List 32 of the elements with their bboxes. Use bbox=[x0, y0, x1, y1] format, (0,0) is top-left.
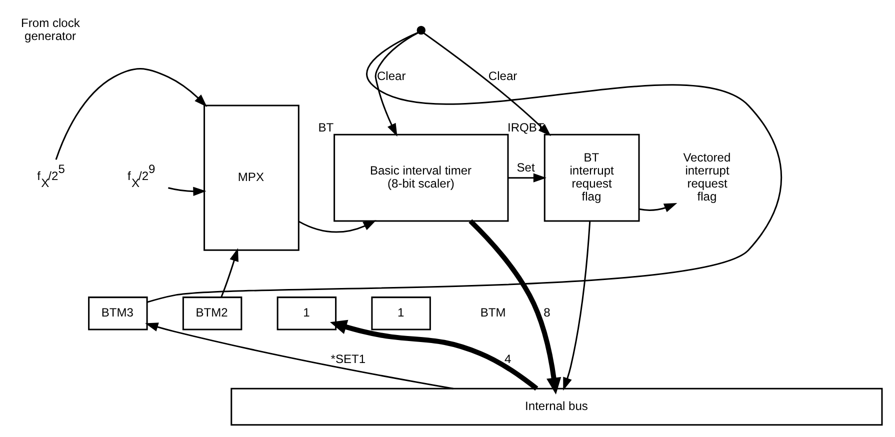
node-box: BTM2 bbox=[182, 296, 242, 330]
node-box: MPX bbox=[204, 104, 300, 251]
label: From clock generator bbox=[21, 16, 80, 43]
node-box: Internal bus bbox=[230, 388, 883, 426]
node-box: BTM3 bbox=[88, 296, 148, 330]
node-box: 1 bbox=[371, 296, 431, 330]
arrow bbox=[508, 173, 546, 182]
node-box: BT interrupt request flag bbox=[544, 134, 640, 222]
edge-label: *SET1 bbox=[330, 352, 366, 366]
arrow bbox=[55, 68, 208, 160]
label: BTM bbox=[480, 305, 506, 320]
arrow bbox=[423, 32, 551, 136]
arrow bbox=[374, 32, 418, 137]
node-box: Basic interval timer (8-bit scaler) bbox=[334, 134, 509, 222]
arrow bbox=[145, 322, 454, 390]
arrow bbox=[220, 248, 238, 298]
edge-label: Clear bbox=[376, 69, 406, 84]
arrow bbox=[298, 220, 376, 233]
node-label: BT bbox=[318, 120, 334, 134]
arrow bbox=[330, 320, 538, 391]
arrow bbox=[168, 186, 206, 196]
node-text: Vectored interrupt request flag bbox=[683, 150, 731, 204]
edge-label: 8 bbox=[544, 305, 550, 320]
node-circle bbox=[416, 26, 426, 35]
connector bbox=[146, 32, 782, 303]
node-box: 1 bbox=[276, 296, 337, 330]
edge-label: Clear bbox=[488, 69, 518, 84]
edge-label: 4 bbox=[504, 352, 512, 366]
edge-label: Set bbox=[516, 160, 535, 174]
arrow bbox=[563, 221, 591, 391]
arrow bbox=[639, 203, 678, 212]
arrow bbox=[468, 219, 562, 395]
